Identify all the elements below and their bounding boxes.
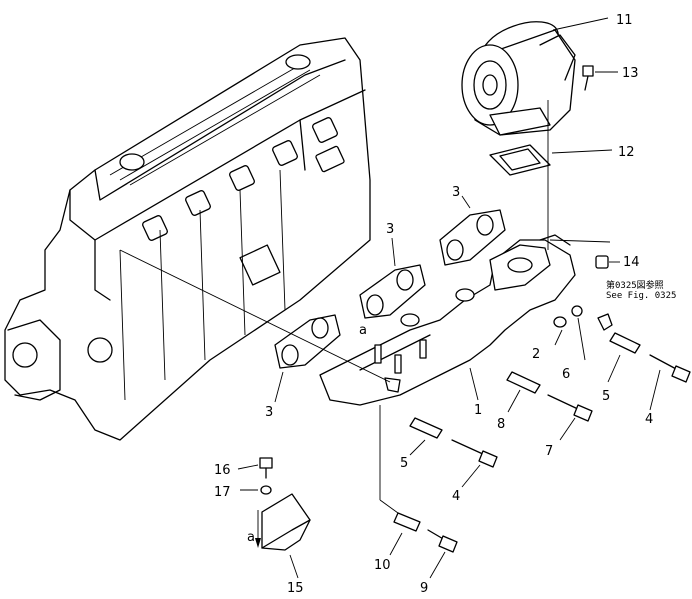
clip bbox=[597, 313, 613, 331]
exhaust-manifold bbox=[319, 234, 576, 406]
callout-9: 9 bbox=[420, 581, 428, 596]
callout-7: 7 bbox=[545, 444, 553, 459]
reference-note-en: See Fig. 0325 bbox=[606, 291, 676, 301]
leader-lines bbox=[119, 17, 661, 579]
callout-16: 16 bbox=[214, 463, 231, 478]
bolt-16 bbox=[259, 457, 273, 479]
callouts: 11 13 12 3 3 3 14 2 6 5 4 1 8 7 5 4 16 1… bbox=[214, 13, 653, 596]
washer-17 bbox=[260, 485, 272, 495]
sleeve-5-right bbox=[609, 332, 641, 354]
callout-13: 13 bbox=[622, 66, 639, 81]
callout-4-left: 4 bbox=[452, 489, 460, 504]
sleeve-8 bbox=[506, 371, 541, 394]
sleeve-5-left bbox=[409, 417, 443, 439]
gasket-3-middle bbox=[359, 264, 426, 319]
engine-block bbox=[4, 37, 371, 441]
reference-note-jp: 第0325図参照 bbox=[606, 279, 664, 291]
callout-3-top: 3 bbox=[452, 185, 460, 200]
callout-3-middle: 3 bbox=[386, 222, 394, 237]
callout-12: 12 bbox=[618, 145, 635, 160]
callout-5-right: 5 bbox=[602, 389, 610, 404]
mark-a-manifold: a bbox=[359, 323, 367, 338]
bolt-13 bbox=[582, 65, 594, 91]
washer-6 bbox=[571, 305, 583, 317]
sleeve-10 bbox=[393, 512, 421, 532]
callout-1: 1 bbox=[474, 403, 482, 418]
nut-2 bbox=[553, 316, 567, 328]
callout-3-lower: 3 bbox=[265, 405, 273, 420]
callout-14: 14 bbox=[623, 255, 640, 270]
callout-17: 17 bbox=[214, 485, 231, 500]
callout-2: 2 bbox=[532, 347, 540, 362]
turbocharger bbox=[461, 21, 576, 136]
bolt-9 bbox=[427, 529, 458, 553]
callout-15: 15 bbox=[287, 581, 304, 596]
mark-a-bracket: a bbox=[247, 530, 255, 545]
direction-arrow bbox=[255, 538, 261, 548]
bolt-4-right bbox=[649, 354, 691, 383]
callout-10: 10 bbox=[374, 558, 391, 573]
callout-5-left: 5 bbox=[400, 456, 408, 471]
gasket-12 bbox=[489, 144, 551, 176]
bracket-15 bbox=[261, 493, 311, 551]
callout-8: 8 bbox=[497, 417, 505, 432]
gasket-3-top bbox=[439, 209, 506, 266]
callout-11: 11 bbox=[616, 13, 633, 28]
bolt-7 bbox=[547, 394, 593, 422]
bolt-4-left bbox=[451, 439, 498, 468]
callout-6: 6 bbox=[562, 367, 570, 382]
reference-note: 第0325図参照 See Fig. 0325 bbox=[606, 279, 676, 301]
callout-4-right: 4 bbox=[645, 412, 653, 427]
nut-14 bbox=[595, 255, 609, 269]
